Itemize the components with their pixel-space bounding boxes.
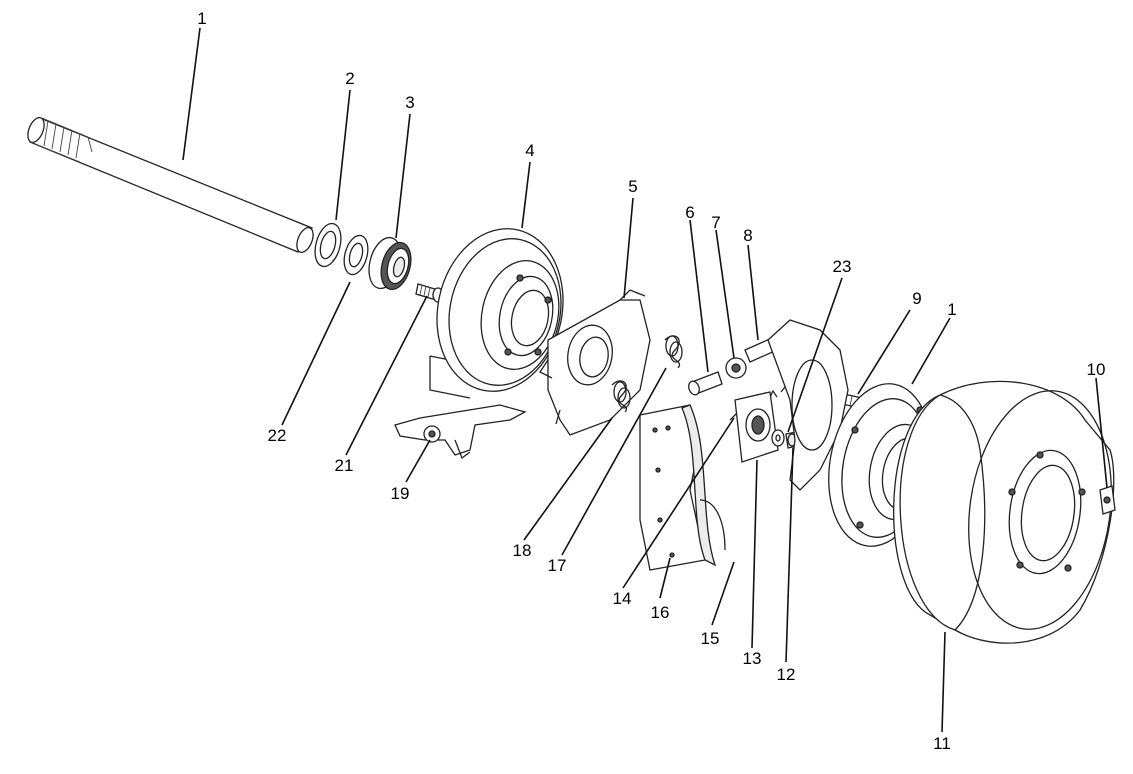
callout-6: 6 <box>685 203 694 222</box>
callout-12: 12 <box>777 665 796 684</box>
callout-16: 16 <box>651 603 670 622</box>
adjuster-plate <box>539 289 651 436</box>
return-spring-lower <box>611 380 631 413</box>
parking-lever <box>394 404 527 460</box>
callout-labels: 1 2 3 4 5 6 7 8 23 9 1 10 22 21 19 18 17… <box>197 9 1105 753</box>
callout-17: 17 <box>548 556 567 575</box>
callout-8: 8 <box>743 226 752 245</box>
callout-21: 21 <box>335 456 354 475</box>
retaining-clip <box>1099 485 1116 515</box>
return-spring-upper <box>664 335 683 369</box>
callout-19: 19 <box>391 484 410 503</box>
flat-washer <box>771 429 785 447</box>
backing-plate <box>429 228 564 399</box>
spacer-ring <box>343 234 369 276</box>
callout-2: 2 <box>345 69 354 88</box>
brake-housing <box>767 319 849 491</box>
callout-1-hub: 1 <box>947 300 956 319</box>
callout-18: 18 <box>513 541 532 560</box>
callout-3: 3 <box>405 93 414 112</box>
ball-bearing <box>368 236 412 291</box>
callout-10: 10 <box>1087 360 1106 379</box>
adjuster-bracket <box>734 391 779 463</box>
brake-shoe <box>639 404 726 571</box>
callout-13: 13 <box>743 649 762 668</box>
callout-5: 5 <box>628 177 637 196</box>
callout-22: 22 <box>268 426 287 445</box>
brake-drum <box>893 380 1115 644</box>
callout-15: 15 <box>701 629 720 648</box>
seal-washer <box>314 222 342 268</box>
callout-1-axle-shaft: 1 <box>197 9 206 28</box>
axle-shaft <box>27 117 314 253</box>
callout-14: 14 <box>613 589 632 608</box>
callout-7: 7 <box>711 213 720 232</box>
leader-lines <box>182 27 1108 733</box>
callout-23: 23 <box>833 257 852 276</box>
callout-11: 11 <box>933 734 951 753</box>
callout-4: 4 <box>525 141 534 160</box>
callout-9: 9 <box>912 289 921 308</box>
